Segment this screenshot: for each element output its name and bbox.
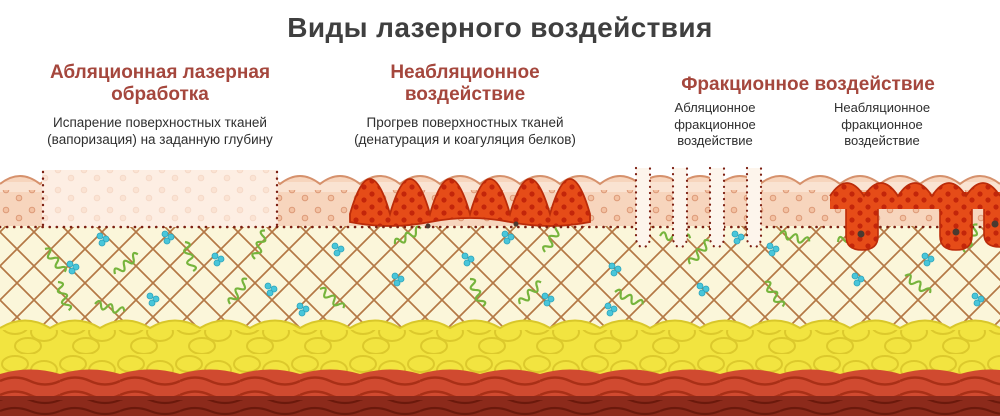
pigment-target-specks: [425, 220, 999, 238]
description-ablative-treatment: Испарение поверхностных тканей (вапориза…: [47, 115, 273, 148]
label-non-ablative-fractional: Неабляционное фракционное воздействие: [833, 100, 931, 149]
diagram-title: Виды лазерного воздействия: [287, 12, 713, 43]
label-ablative-fractional: Абляционное фракционное воздействие: [674, 100, 756, 149]
heading-non-ablative-exposure: Неабляционное воздействие: [390, 62, 540, 106]
coagulation-zone: [349, 178, 591, 227]
skin-cross-section-illustration: [0, 164, 1000, 416]
ablative-fractional-channels: [634, 166, 763, 249]
heading-ablative-treatment: Абляционная лазерная обработка: [49, 62, 271, 106]
ablative-vaporized-zone: [40, 164, 280, 227]
description-non-ablative-exposure: Прогрев поверхностных тканей (денатураци…: [354, 115, 576, 148]
heading-fractional-exposure: Фракционное воздействие: [681, 74, 935, 95]
hypodermis-fat-layer: [0, 319, 1000, 378]
ablative-zone-dotted-border: [41, 170, 279, 228]
dermis-layer: [0, 221, 1000, 328]
deep-muscle-layer: [0, 396, 1000, 416]
non-ablative-fractional-columns: [829, 182, 1000, 251]
